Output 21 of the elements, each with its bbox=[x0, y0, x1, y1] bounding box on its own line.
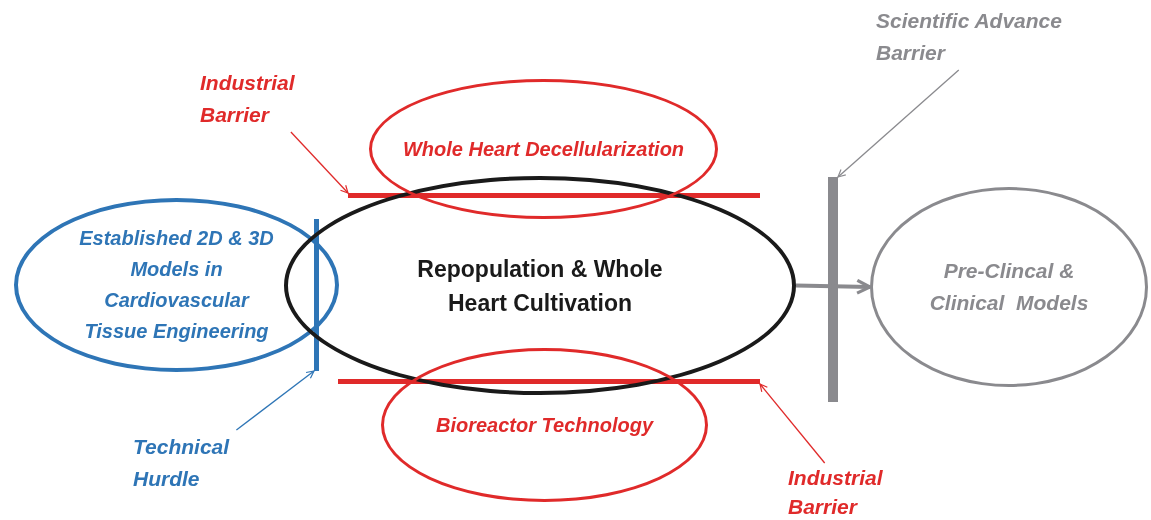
node-label: Repopulation & Whole Heart Cultivation bbox=[416, 254, 664, 318]
barrier-label: Scientific Advance Barrier bbox=[876, 8, 1063, 66]
ellipse-node bbox=[870, 187, 1148, 387]
leader-arrow bbox=[759, 383, 826, 464]
barrier-label: Industrial Barrier bbox=[200, 70, 296, 128]
barrier-label: Industrial Barrier bbox=[788, 464, 884, 520]
ellipse-node bbox=[381, 348, 708, 502]
leader-arrow bbox=[837, 69, 960, 178]
node-label: Pre-Clincal & Clinical Models bbox=[928, 258, 1090, 316]
node-label: Established 2D & 3D Models in Cardiovascular Tissue Engineering bbox=[78, 226, 275, 344]
ellipse-node bbox=[369, 79, 718, 219]
leader-arrow bbox=[235, 370, 315, 431]
barrier-label: Technical Hurdle bbox=[133, 434, 231, 492]
arrow bbox=[795, 278, 872, 295]
barrier-bar bbox=[828, 177, 838, 402]
ellipse-node bbox=[284, 176, 796, 395]
node-label: Bioreactor Technology bbox=[435, 413, 654, 438]
leader-arrow bbox=[290, 131, 349, 194]
ellipse-node bbox=[14, 198, 339, 372]
node-label: Whole Heart Decellularization bbox=[402, 137, 685, 162]
barrier-bar bbox=[314, 219, 319, 371]
